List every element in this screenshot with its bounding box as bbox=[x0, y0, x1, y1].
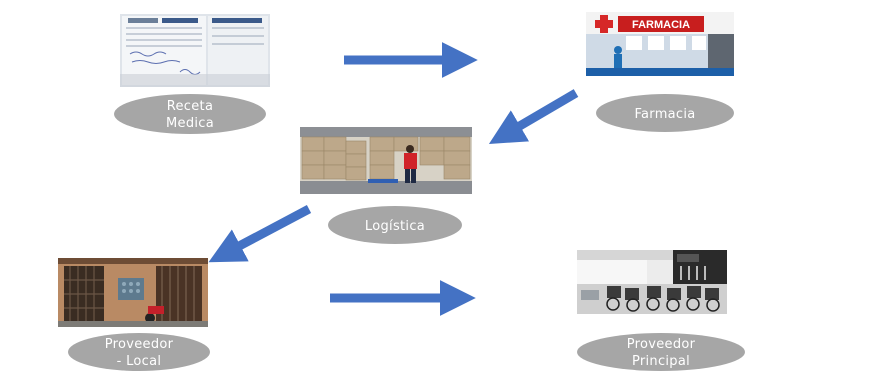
node-farmacia-label: Farmacia bbox=[596, 94, 734, 132]
node-proveedor-principal-text: Proveedor Principal bbox=[626, 337, 696, 369]
node-logistica-text: Logística bbox=[364, 218, 426, 234]
node-proveedor-local-text: Proveedor - Local bbox=[104, 337, 174, 369]
main-supplier-photo bbox=[577, 250, 727, 314]
arrow-logistica-to-proveedor-local bbox=[208, 205, 312, 263]
node-proveedor-local-label: Proveedor - Local bbox=[68, 333, 210, 371]
node-logistica-label: Logística bbox=[328, 206, 462, 244]
pharmacy-photo: FARMACIA bbox=[586, 12, 734, 76]
node-receta-label: Receta Medica bbox=[114, 94, 266, 134]
arrow-farmacia-to-logistica bbox=[488, 89, 579, 145]
node-receta-text: Receta Medica bbox=[166, 99, 214, 131]
prescription-photo bbox=[120, 14, 270, 87]
warehouse-photo bbox=[300, 127, 472, 194]
node-farmacia-text: Farmacia bbox=[634, 106, 696, 122]
pharmacy-sign-text: FARMACIA bbox=[632, 19, 690, 31]
node-proveedor-principal-label: Proveedor Principal bbox=[577, 333, 745, 371]
local-supplier-photo bbox=[58, 258, 208, 327]
